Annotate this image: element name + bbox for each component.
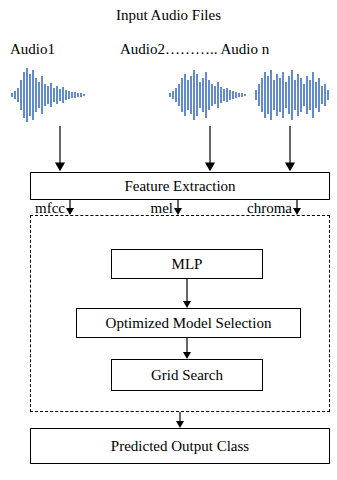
feature-label: mfcc (35, 199, 65, 217)
box-label: Optimized Model Selection (106, 314, 272, 332)
box-label: Feature Extraction (124, 177, 235, 195)
audio-label: Audio2……….. Audio n (120, 40, 269, 58)
input-arrows (56, 126, 294, 170)
box-label: Grid Search (151, 366, 223, 384)
waveform (256, 70, 328, 120)
flow-arrow (183, 338, 191, 359)
model-group: MLP Optimized Model SelectionGrid Search (30, 215, 330, 412)
flow-arrow (174, 200, 182, 215)
process-box: Grid Search (111, 359, 263, 391)
feature-label: mel (151, 199, 174, 217)
flow-arrow (183, 279, 191, 308)
box-label: Predicted Output Class (111, 437, 249, 455)
flow-arrow (66, 200, 74, 215)
flow-arrow (176, 412, 184, 428)
process-box: Predicted Output Class (30, 428, 330, 464)
diagram-title: Input Audio Files (0, 6, 337, 24)
waveform (170, 70, 245, 120)
audio-label: Audio1 (10, 40, 55, 58)
flow-arrow (293, 200, 301, 215)
box-label: MLP (172, 255, 203, 273)
process-box: Feature Extraction (30, 172, 330, 200)
process-box: MLP (111, 249, 263, 279)
waveform (12, 68, 84, 122)
feature-label: chroma (247, 199, 292, 217)
process-box: Optimized Model Selection (76, 308, 301, 338)
